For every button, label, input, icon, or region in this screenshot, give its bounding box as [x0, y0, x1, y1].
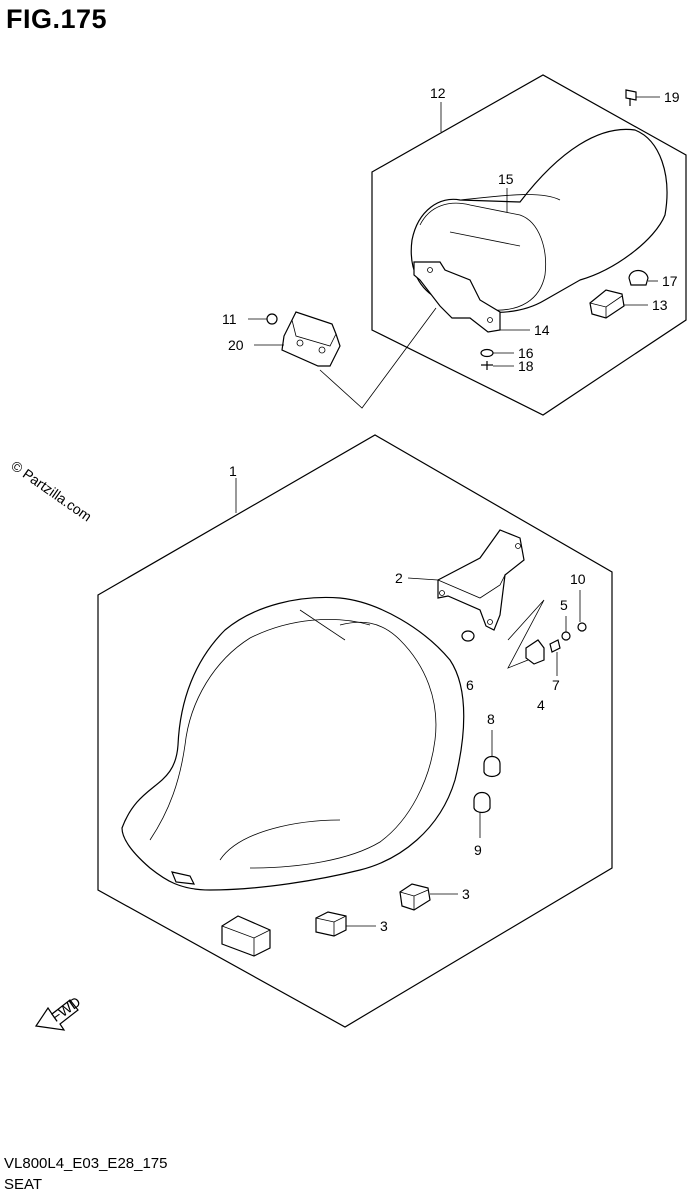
zigzag-connector: [507, 599, 545, 669]
callout-18: 18: [518, 358, 534, 374]
washer-16: [480, 348, 494, 358]
main-seat: [121, 596, 465, 891]
callout-6: 6: [466, 677, 474, 693]
callout-12: 12: [430, 85, 446, 101]
cushion-9: [473, 791, 491, 814]
callout-13: 13: [652, 297, 668, 313]
clip-3b: [315, 911, 347, 937]
callout-16: 16: [518, 345, 534, 361]
callout-3b: 3: [380, 918, 388, 934]
callout-7: 7: [552, 677, 560, 693]
passenger-seat-group-outline: [371, 74, 687, 416]
callout-8: 8: [487, 711, 495, 727]
footer-section-name: SEAT: [4, 1176, 43, 1193]
clip-3a: [399, 883, 431, 911]
callout-2: 2: [395, 570, 403, 586]
screw-18: [481, 361, 493, 370]
clip-13: [589, 289, 625, 319]
nut-10: [577, 622, 587, 632]
callout-17: 17: [662, 273, 678, 289]
clamp-4: [525, 639, 545, 665]
callout-9: 9: [474, 842, 482, 858]
cushion-17: [628, 269, 649, 286]
figure-title: FIG.175: [6, 4, 108, 34]
connector-line: [319, 307, 437, 409]
callout-11: 11: [222, 311, 237, 327]
bolt-11: [266, 313, 278, 325]
callout-15: 15: [498, 171, 514, 187]
watermark: © Partzilla.com: [8, 457, 94, 524]
tool-kit-box: [221, 915, 271, 957]
collar-7: [549, 639, 561, 653]
passenger-seat: [410, 128, 668, 313]
callout-19: 19: [664, 89, 680, 105]
callout-10: 10: [570, 571, 586, 587]
washer-5: [561, 631, 571, 641]
washer-6: [461, 630, 475, 642]
callout-3a: 3: [462, 886, 470, 902]
callout-1: 1: [229, 463, 237, 479]
main-seat-group-outline: [97, 434, 613, 1028]
handle-bracket-20: [281, 311, 341, 367]
cushion-8: [483, 755, 501, 778]
footer-model-code: VL800L4_E03_E28_175: [4, 1155, 168, 1172]
callout-14: 14: [534, 322, 550, 338]
bracket-2: [437, 529, 525, 631]
callout-5: 5: [560, 597, 568, 613]
bracket-14: [413, 261, 501, 333]
leader-lines: [235, 96, 660, 927]
callout-20: 20: [228, 337, 244, 353]
callout-4: 4: [537, 697, 545, 713]
screw-19: [625, 89, 637, 106]
fwd-arrow-icon: FWD: [34, 993, 83, 1031]
